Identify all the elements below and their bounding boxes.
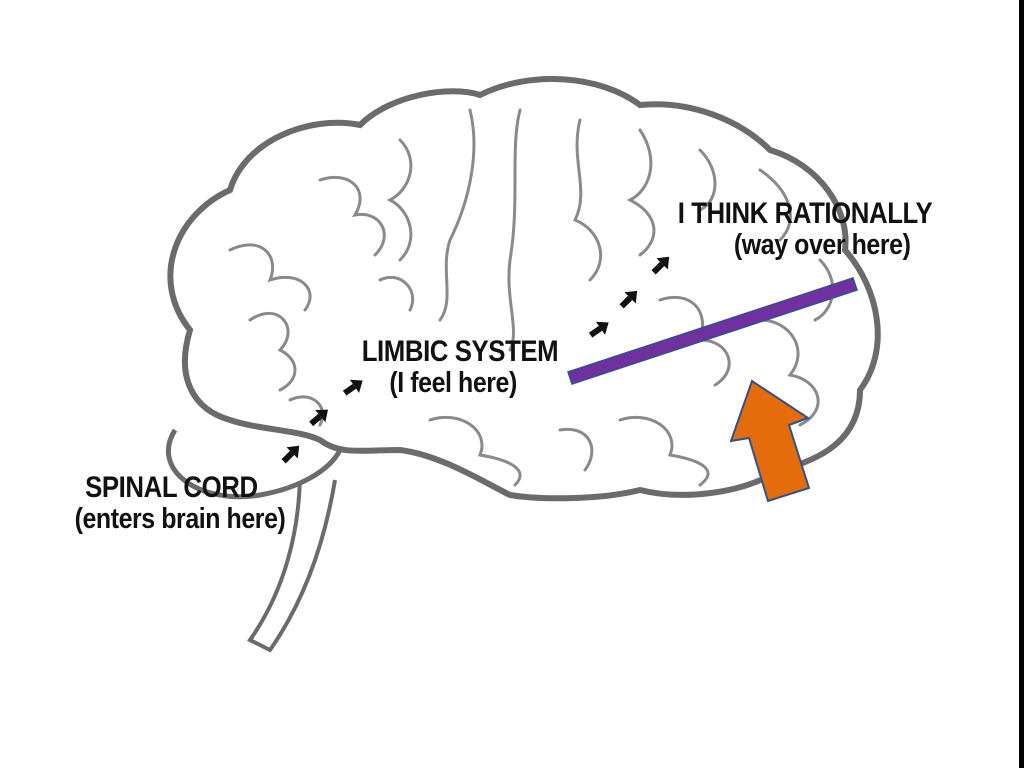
label-rational-subtitle: (way over here) [733, 229, 911, 261]
label-spinal-title: SPINAL CORD [85, 471, 258, 504]
label-limbic-title: LIMBIC SYSTEM [361, 335, 559, 368]
purple-separator-line [567, 277, 858, 385]
slide-edge-border [1019, 0, 1024, 768]
brain-folds [228, 108, 835, 487]
label-spinal-cord: SPINAL CORD (enters brain here) [51, 472, 309, 535]
orange-up-arrow-icon [729, 379, 811, 503]
label-limbic-subtitle: (I feel here) [389, 367, 517, 399]
flow-arrow-icon [588, 321, 609, 338]
flow-arrow-icon [281, 445, 300, 464]
brain-stem [247, 469, 337, 653]
flow-arrow-icon [342, 379, 363, 396]
label-spinal-subtitle: (enters brain here) [74, 503, 286, 535]
flow-arrow-icon [309, 409, 328, 427]
label-rational-title: I THINK RATIONALLY [677, 197, 933, 230]
label-rational: I THINK RATIONALLY (way over here) [663, 197, 947, 261]
flow-arrow-icon [619, 290, 638, 309]
label-limbic-system: LIMBIC SYSTEM (I feel here) [348, 335, 572, 399]
flow-arrows-lower [281, 379, 363, 464]
flow-arrow-icon [651, 256, 670, 275]
flow-arrows-upper [588, 256, 670, 338]
